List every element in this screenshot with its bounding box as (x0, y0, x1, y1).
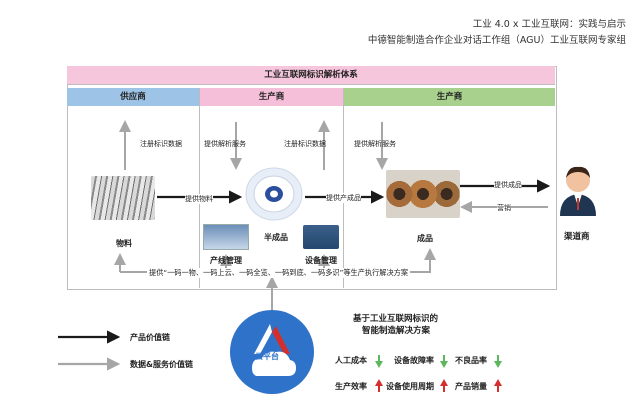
label-provide-resolve-1: 提供解析服务 (204, 140, 246, 148)
up-arrow-icon (440, 379, 448, 392)
legend-data-chain: 数据&服务价值链 (130, 360, 193, 369)
label-provide-material: 提供物料 (185, 194, 213, 204)
indicator-defect-rate: 不良品率 (455, 356, 487, 365)
label-provide-product-2: 提供成品 (494, 180, 522, 190)
label-register-producer: 注册标识数据 (284, 140, 326, 148)
header-title: 工业 4.0 x 工业互联网：实践与启示 (472, 19, 626, 30)
label-provide-product-1: 提供产成品 (326, 193, 361, 203)
column-supplier: 供应商 (67, 88, 199, 106)
down-arrow-icon (375, 355, 383, 368)
indicator-efficiency: 生产效率 (335, 382, 367, 391)
device-image (303, 225, 339, 249)
label-provide-resolve-2: 提供解析服务 (354, 140, 396, 148)
label-equip-mgmt: 设备管理 (305, 256, 337, 265)
header-subtitle: 中德智能制造合作企业对话工作组（AGU）工业互联网专家组 (367, 35, 626, 46)
down-arrow-icon (494, 355, 502, 368)
indicator-equipment-lifecycle: 设备使用周期 (386, 382, 434, 391)
label-line-mgmt: 产线管理 (210, 256, 242, 265)
label-bottom-solution: 提供“一码一物、一码上云、一码全览、一码到底、一码多识”等生产执行解决方案 (147, 268, 411, 278)
person-icon (560, 166, 596, 216)
material-image (91, 176, 155, 220)
diagram-title: 工业互联网标识解析体系 (67, 66, 555, 85)
up-arrow-icon (375, 379, 383, 392)
column-divider (199, 88, 200, 288)
label-channel: 渠道商 (564, 232, 590, 242)
label-marketing: 营销 (497, 203, 511, 213)
up-arrow-icon (494, 379, 502, 392)
indicator-equipment-failure: 设备故障率 (394, 356, 434, 365)
indicator-labor-cost: 人工成本 (335, 356, 367, 365)
cloud-platform-emblem (252, 324, 296, 376)
cable-spool-image (245, 167, 303, 221)
down-arrow-icon (440, 355, 448, 368)
legend-product-chain: 产品价值链 (130, 333, 170, 342)
label-semi-product: 半成品 (264, 233, 288, 242)
indicator-sales: 产品销量 (455, 382, 487, 391)
column-divider (343, 88, 344, 288)
solution-title-line2: 智能制造解决方案 (362, 326, 431, 336)
column-producer-1: 生产商 (200, 88, 343, 106)
label-material: 物料 (116, 239, 132, 248)
cable-reels-image (386, 170, 460, 218)
solution-title-line1: 基于工业互联网标识的 (353, 314, 439, 324)
column-producer-2: 生产商 (344, 88, 555, 106)
label-register-supplier: 注册标识数据 (140, 140, 182, 148)
label-finished: 成品 (417, 234, 433, 243)
label-cloud: 云平台 (255, 352, 279, 361)
production-line-image (203, 224, 249, 250)
